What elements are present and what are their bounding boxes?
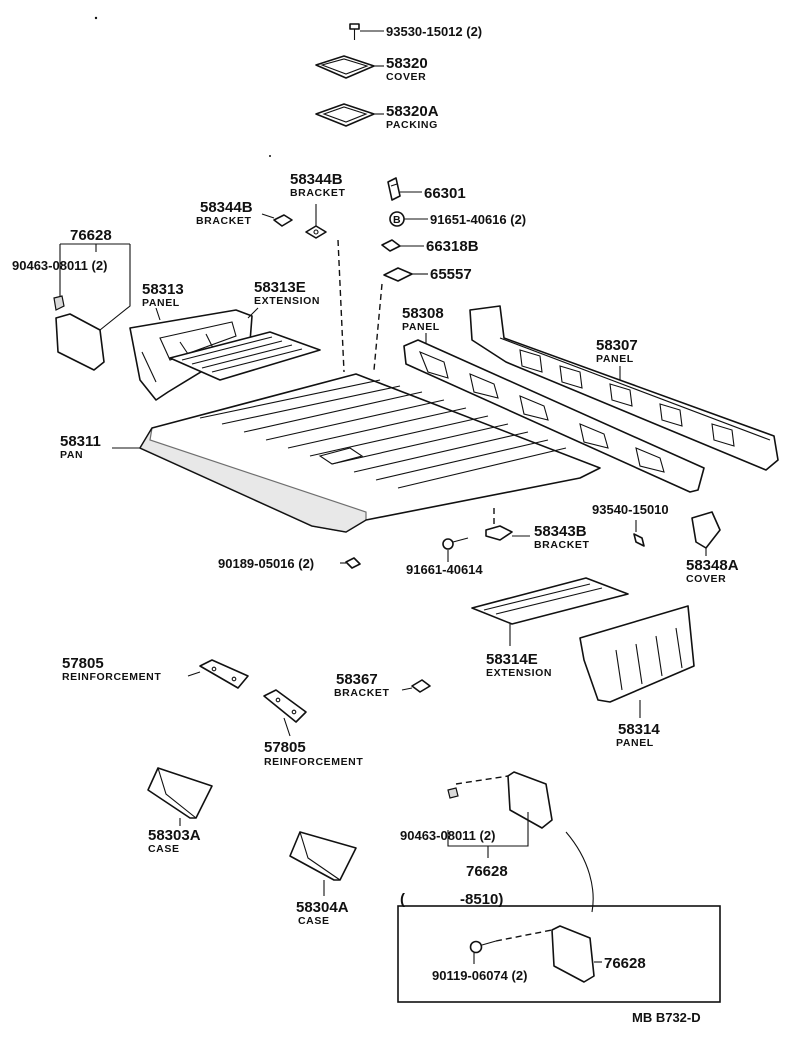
pan-58311-drawing	[139, 373, 601, 533]
label-91651: 91651-40616 (2)	[430, 212, 526, 227]
label-76628-b: 76628	[466, 863, 508, 880]
case-58304a-drawing	[289, 831, 357, 881]
label-57805-b: 57805	[264, 739, 306, 756]
mudflap-76628-left-drawing	[53, 295, 105, 371]
label-90189: 90189-05016 (2)	[218, 556, 314, 571]
desc-57805-b: REINFORCEMENT	[264, 756, 363, 768]
label-58311: 58311	[60, 433, 101, 450]
case-58303a-drawing	[147, 767, 213, 819]
label-76628-a: 76628	[70, 227, 112, 244]
nut-91651-drawing: B	[389, 211, 405, 227]
svg-text:B: B	[393, 214, 401, 226]
range-box	[397, 905, 721, 1003]
desc-58320a: PACKING	[386, 119, 438, 131]
screw-93530-drawing	[349, 23, 360, 40]
desc-58348a: COVER	[686, 573, 726, 585]
extension-58313e-drawing	[169, 331, 321, 381]
desc-58320: COVER	[386, 71, 426, 83]
label-58303a: 58303A	[148, 827, 201, 844]
desc-58307: PANEL	[596, 353, 634, 365]
dash-line-2	[373, 283, 383, 371]
reinforcement-57805-b-drawing	[263, 689, 307, 723]
desc-58308: PANEL	[402, 321, 440, 333]
screw-93540-drawing	[633, 533, 645, 547]
mudflap-76628-boxed-drawing	[469, 925, 595, 983]
desc-58311: PAN	[60, 449, 83, 461]
desc-58344b-l: BRACKET	[196, 215, 252, 227]
label-58344b-l: 58344B	[200, 199, 253, 216]
label-58344b-r: 58344B	[290, 171, 343, 188]
desc-58314: PANEL	[616, 737, 654, 749]
range-close: -8510)	[460, 891, 503, 908]
label-58308: 58308	[402, 305, 444, 322]
labels: 93530-15012 (2) 58320 COVER 58320A PACKI…	[12, 24, 739, 1025]
cover-58348a-drawing	[691, 511, 721, 549]
leader-curve	[565, 831, 594, 913]
diagram-code: MB B732-D	[632, 1010, 701, 1025]
label-58320: 58320	[386, 55, 428, 72]
desc-58313: PANEL	[142, 297, 180, 309]
panel-58307-drawing	[469, 305, 779, 471]
desc-58344b-r: BRACKET	[290, 187, 346, 199]
desc-57805-a: REINFORCEMENT	[62, 671, 161, 683]
bolt-91661-drawing	[442, 537, 469, 550]
speck	[269, 155, 271, 157]
dash-line-1	[337, 239, 345, 373]
label-58314e: 58314E	[486, 651, 538, 668]
desc-58304a: CASE	[298, 915, 330, 927]
label-90463-b: 90463-08011 (2)	[400, 828, 495, 843]
label-65557: 65557	[430, 266, 472, 283]
panel-58308-drawing	[403, 339, 705, 493]
packing-58320a-drawing	[315, 103, 375, 127]
label-58320a: 58320A	[386, 103, 439, 120]
label-66301: 66301	[424, 185, 466, 202]
desc-58313e: EXTENSION	[254, 295, 320, 307]
clip-66318b-drawing	[381, 239, 401, 252]
label-58314: 58314	[618, 721, 660, 738]
clip-66301-drawing	[387, 177, 401, 201]
nut-90189-drawing	[345, 557, 361, 569]
desc-58367: BRACKET	[334, 687, 390, 699]
dash-line-4	[455, 775, 509, 785]
cover-58320-drawing	[315, 55, 375, 79]
label-58343b: 58343B	[534, 523, 587, 540]
label-90463-a: 90463-08011 (2)	[12, 258, 107, 273]
dash-line-5	[495, 929, 553, 942]
label-58304a: 58304A	[296, 899, 349, 916]
extension-58314e-drawing	[471, 577, 629, 625]
label-91661: 91661-40614	[406, 562, 483, 577]
bracket-58344b-drawing	[273, 214, 327, 239]
desc-58314e: EXTENSION	[486, 667, 552, 679]
label-58348a: 58348A	[686, 557, 739, 574]
label-93530: 93530-15012 (2)	[386, 24, 482, 39]
reinforcement-57805-a-drawing	[199, 659, 249, 689]
label-58313: 58313	[142, 281, 184, 298]
label-76628-c: 76628	[604, 955, 646, 972]
bracket-58367-drawing	[411, 679, 431, 693]
speck	[94, 16, 98, 20]
label-93540: 93540-15010	[592, 502, 669, 517]
bracket-65557-drawing	[383, 267, 413, 282]
range-open: (	[400, 891, 405, 908]
label-58307: 58307	[596, 337, 638, 354]
label-58313e: 58313E	[254, 279, 306, 296]
mudflap-76628-lower-drawing	[447, 771, 553, 829]
label-57805-a: 57805	[62, 655, 104, 672]
desc-58303a: CASE	[148, 843, 180, 855]
label-90119: 90119-06074 (2)	[432, 968, 527, 983]
label-58367: 58367	[336, 671, 378, 688]
leader-lines	[59, 30, 707, 964]
bracket-58343b-drawing	[485, 525, 513, 541]
desc-58343b: BRACKET	[534, 539, 590, 551]
panel-58314-drawing	[579, 605, 695, 703]
label-66318b: 66318B	[426, 238, 479, 255]
